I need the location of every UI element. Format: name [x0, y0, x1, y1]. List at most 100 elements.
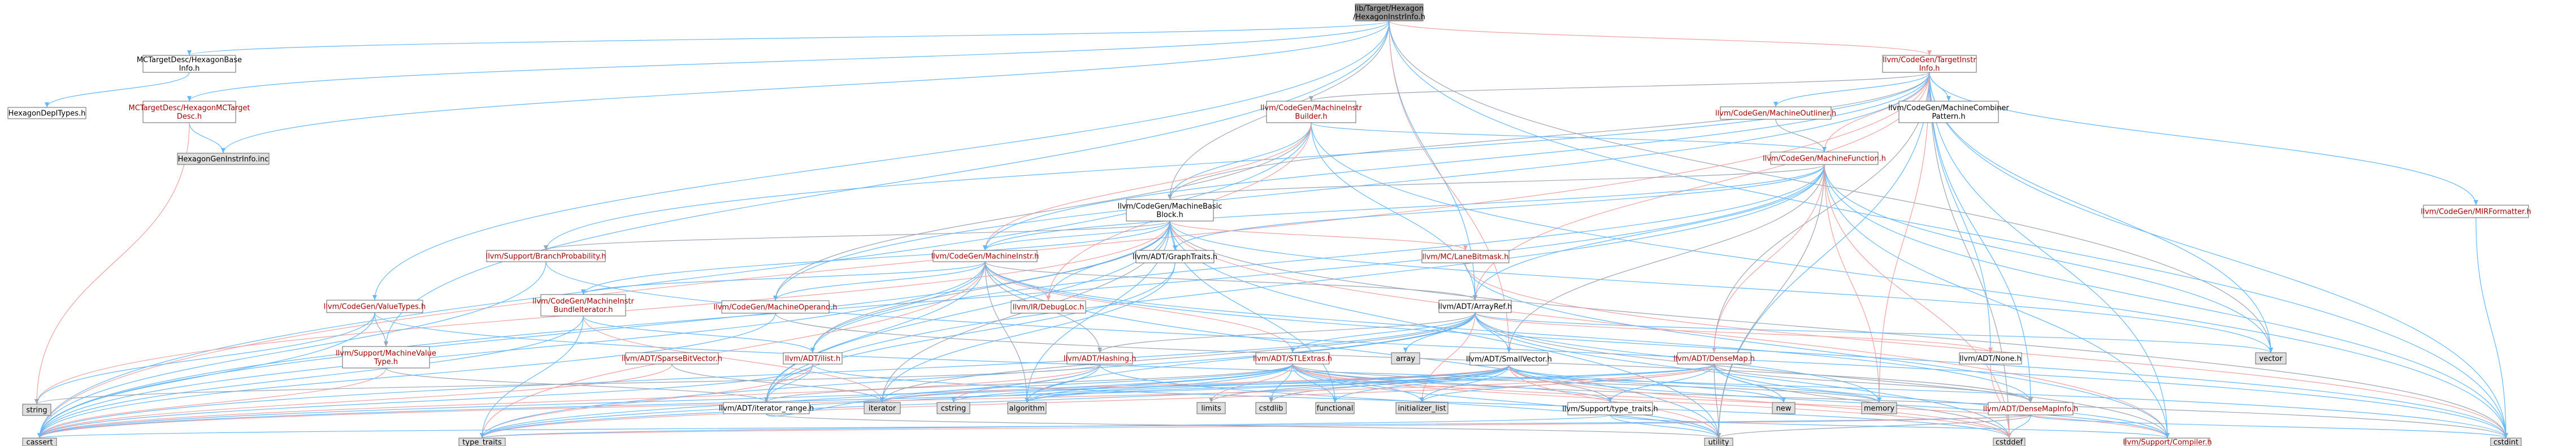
node-irange[interactable]: llvm/ADT/iterator_range.h: [719, 402, 814, 414]
node-mirfmt[interactable]: llvm/CodeGen/MIRFormatter.h: [2421, 205, 2531, 218]
edge-arrayref-to-algorithm: [1026, 312, 1476, 403]
node-array: array: [1391, 352, 1420, 365]
node-moutl[interactable]: llvm/CodeGen/MachineOutliner.h: [1715, 106, 1836, 120]
edge-mi-to-type_traits: [482, 261, 986, 439]
edge-mf-to-mi: [985, 164, 1825, 251]
node-label: functional: [1317, 405, 1354, 413]
edge-graphtraits-to-irange: [766, 262, 1176, 403]
edge-graphtraits-to-iterator: [882, 262, 1176, 403]
node-label: llvm/ADT/Hashing.h: [1064, 355, 1136, 363]
edge-mf-to-mbb: [1169, 164, 1825, 200]
node-compiler[interactable]: llvm/Support/Compiler.h: [2123, 438, 2212, 446]
edge-mi-to-densemapinfo: [985, 261, 2031, 403]
node-box: [1066, 352, 1133, 365]
edge-densemap-to-iterator: [882, 363, 1715, 403]
node-cstdint: cstdint: [2490, 438, 2522, 446]
node-densemap[interactable]: llvm/ADT/DenseMap.h: [1673, 352, 1755, 365]
node-box: [1266, 101, 1356, 123]
node-stlextras[interactable]: llvm/ADT/STLExtras.h: [1253, 352, 1332, 365]
node-label: HexagonGenInstrInfo.inc: [178, 155, 269, 164]
node-label: llvm/Support/Compiler.h: [2123, 439, 2211, 446]
edge-mbb-to-mibundle: [583, 220, 1170, 295]
node-box: [1391, 352, 1420, 365]
node-box: [142, 101, 236, 123]
edge-arrowhead: [764, 397, 769, 402]
edge-vtypes-to-cassert: [39, 312, 375, 439]
edge-bprob-to-cstdint: [545, 261, 2506, 439]
node-hashing[interactable]: llvm/ADT/Hashing.h: [1064, 352, 1136, 365]
edge-arrowhead: [951, 397, 956, 402]
edge-mi-to-mibundle: [583, 261, 986, 295]
edge-tii-to-compiler: [1929, 72, 2168, 439]
edge-tii-to-bprob: [545, 72, 1930, 251]
node-arrayref[interactable]: llvm/ADT/ArrayRef.h: [1438, 300, 1512, 313]
edge-tii-to-mirfmt: [1929, 72, 2477, 206]
node-memory: memory: [1861, 402, 1897, 414]
node-mf[interactable]: llvm/CodeGen/MachineFunction.h: [1763, 151, 1886, 165]
edge-mbb-to-vector: [1169, 220, 2271, 353]
node-vtypes[interactable]: llvm/CodeGen/ValueTypes.h: [324, 300, 426, 313]
edge-arrowhead: [1608, 397, 1612, 402]
node-densemapinfo[interactable]: llvm/ADT/DenseMapInfo.h: [1983, 402, 2078, 415]
node-typetraits_h[interactable]: llvm/Support/type_traits.h: [1562, 402, 1658, 415]
node-label: Builder.h: [1295, 112, 1327, 121]
node-debugloc[interactable]: llvm/IR/DebugLoc.h: [1011, 300, 1086, 314]
edge-tii-to-mop: [775, 72, 1930, 301]
edge-mi-to-algorithm: [985, 261, 1027, 403]
node-smallvec[interactable]: llvm/ADT/SmallVector.h: [1466, 352, 1552, 366]
node-sbv[interactable]: llvm/ADT/SparseBitVector.h: [622, 352, 722, 365]
node-bprob[interactable]: llvm/Support/BranchProbability.h: [486, 250, 606, 262]
edge-mbb-to-mi: [985, 220, 1170, 251]
node-mop[interactable]: llvm/CodeGen/MachineOperand.h: [713, 300, 838, 314]
node-label: array: [1396, 355, 1415, 363]
node-hexdeptypes[interactable]: HexagonDepITypes.h: [7, 107, 86, 119]
node-label: memory: [1864, 405, 1895, 413]
edge-stlextras-to-utility: [1292, 363, 1719, 439]
node-label: cstddef: [1996, 439, 2023, 446]
node-box: [342, 346, 430, 369]
node-box: [326, 300, 423, 313]
edge-typetraits_h-to-type_traits: [482, 414, 1611, 439]
edge-arrowhead: [983, 245, 987, 250]
edge-lanebm-to-compiler: [1465, 262, 2168, 439]
node-mi[interactable]: llvm/CodeGen/MachineInstr.h: [931, 250, 1039, 262]
node-none[interactable]: llvm/ADT/None.h: [1959, 352, 2022, 365]
edge-smallvec-to-new: [1508, 365, 1784, 403]
node-vector: vector: [2255, 352, 2287, 365]
edge-tii-to-moutl: [1775, 72, 1930, 107]
node-label: string: [26, 406, 47, 415]
node-lanebm[interactable]: llvm/MC/LaneBitmask.h: [1421, 250, 1510, 263]
node-graphtraits[interactable]: llvm/ADT/GraphTraits.h: [1133, 250, 1217, 263]
node-box: [458, 438, 506, 446]
edge-arrowhead: [2269, 348, 2273, 353]
edge-mib-to-mf: [1311, 122, 1825, 153]
edge-root-to-smallvec: [1389, 20, 1510, 353]
node-label: cstdlib: [1259, 405, 1283, 413]
node-label: llvm/ADT/iterator_range.h: [719, 405, 814, 413]
edge-root-to-mctdesc_mc: [189, 20, 1390, 102]
edge-mi-to-cassert: [39, 261, 986, 439]
edge-smallvec-to-initlist: [1421, 365, 1510, 403]
edge-root-to-cstdint: [1389, 20, 2506, 439]
edge-mf-to-compiler: [1824, 164, 2168, 439]
edge-ilist-to-cassert: [39, 363, 813, 439]
edge-mi-to-irange: [766, 261, 986, 403]
node-box: [1882, 55, 1977, 73]
edge-mib-to-cassert: [39, 122, 1312, 439]
edge-arrowhead: [1946, 96, 1951, 101]
graph-edges: [34, 20, 2508, 439]
node-ilist[interactable]: llvm/ADT/ilist.h: [783, 352, 843, 365]
node-box: [2423, 205, 2529, 218]
edge-densemap-to-type_traits: [482, 363, 1715, 439]
node-box: [2490, 438, 2522, 446]
edge-arrowhead: [480, 433, 484, 438]
node-mibundle[interactable]: llvm/CodeGen/MachineInstrBundleIterator.…: [532, 294, 634, 317]
node-box: [22, 438, 57, 446]
